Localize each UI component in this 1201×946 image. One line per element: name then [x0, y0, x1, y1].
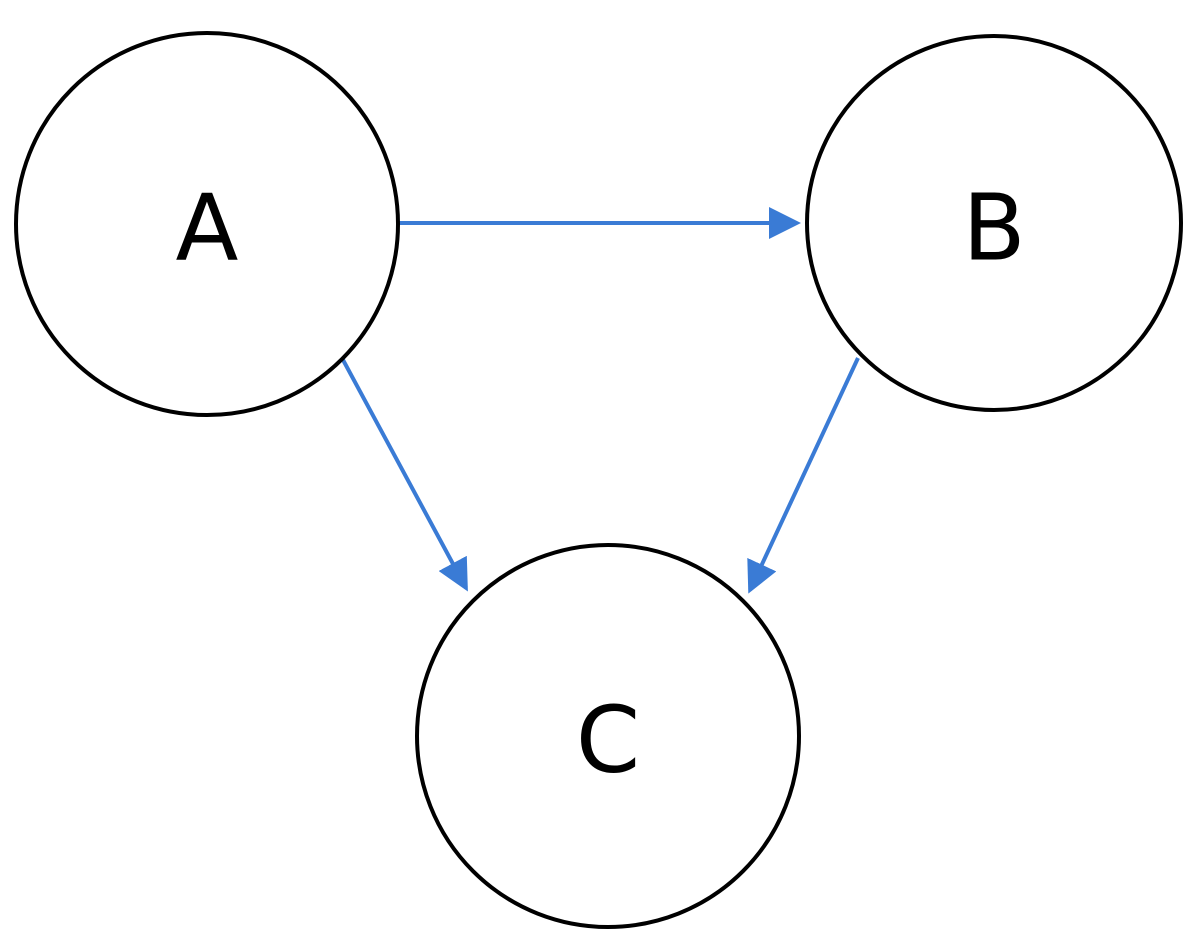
node-b-label: B: [962, 175, 1025, 282]
edge-a-to-c[interactable]: [340, 357, 468, 592]
node-c[interactable]: C: [415, 543, 801, 929]
node-b-circle[interactable]: [805, 34, 1183, 412]
node-a-label: A: [176, 175, 239, 282]
node-c-circle[interactable]: [415, 543, 801, 929]
node-a[interactable]: A: [14, 31, 400, 417]
node-a-circle[interactable]: [14, 31, 400, 417]
edges-group: [340, 207, 860, 594]
node-b[interactable]: B: [805, 34, 1183, 412]
node-c-label: C: [576, 687, 640, 794]
edge-b-to-c[interactable]: [747, 357, 860, 594]
